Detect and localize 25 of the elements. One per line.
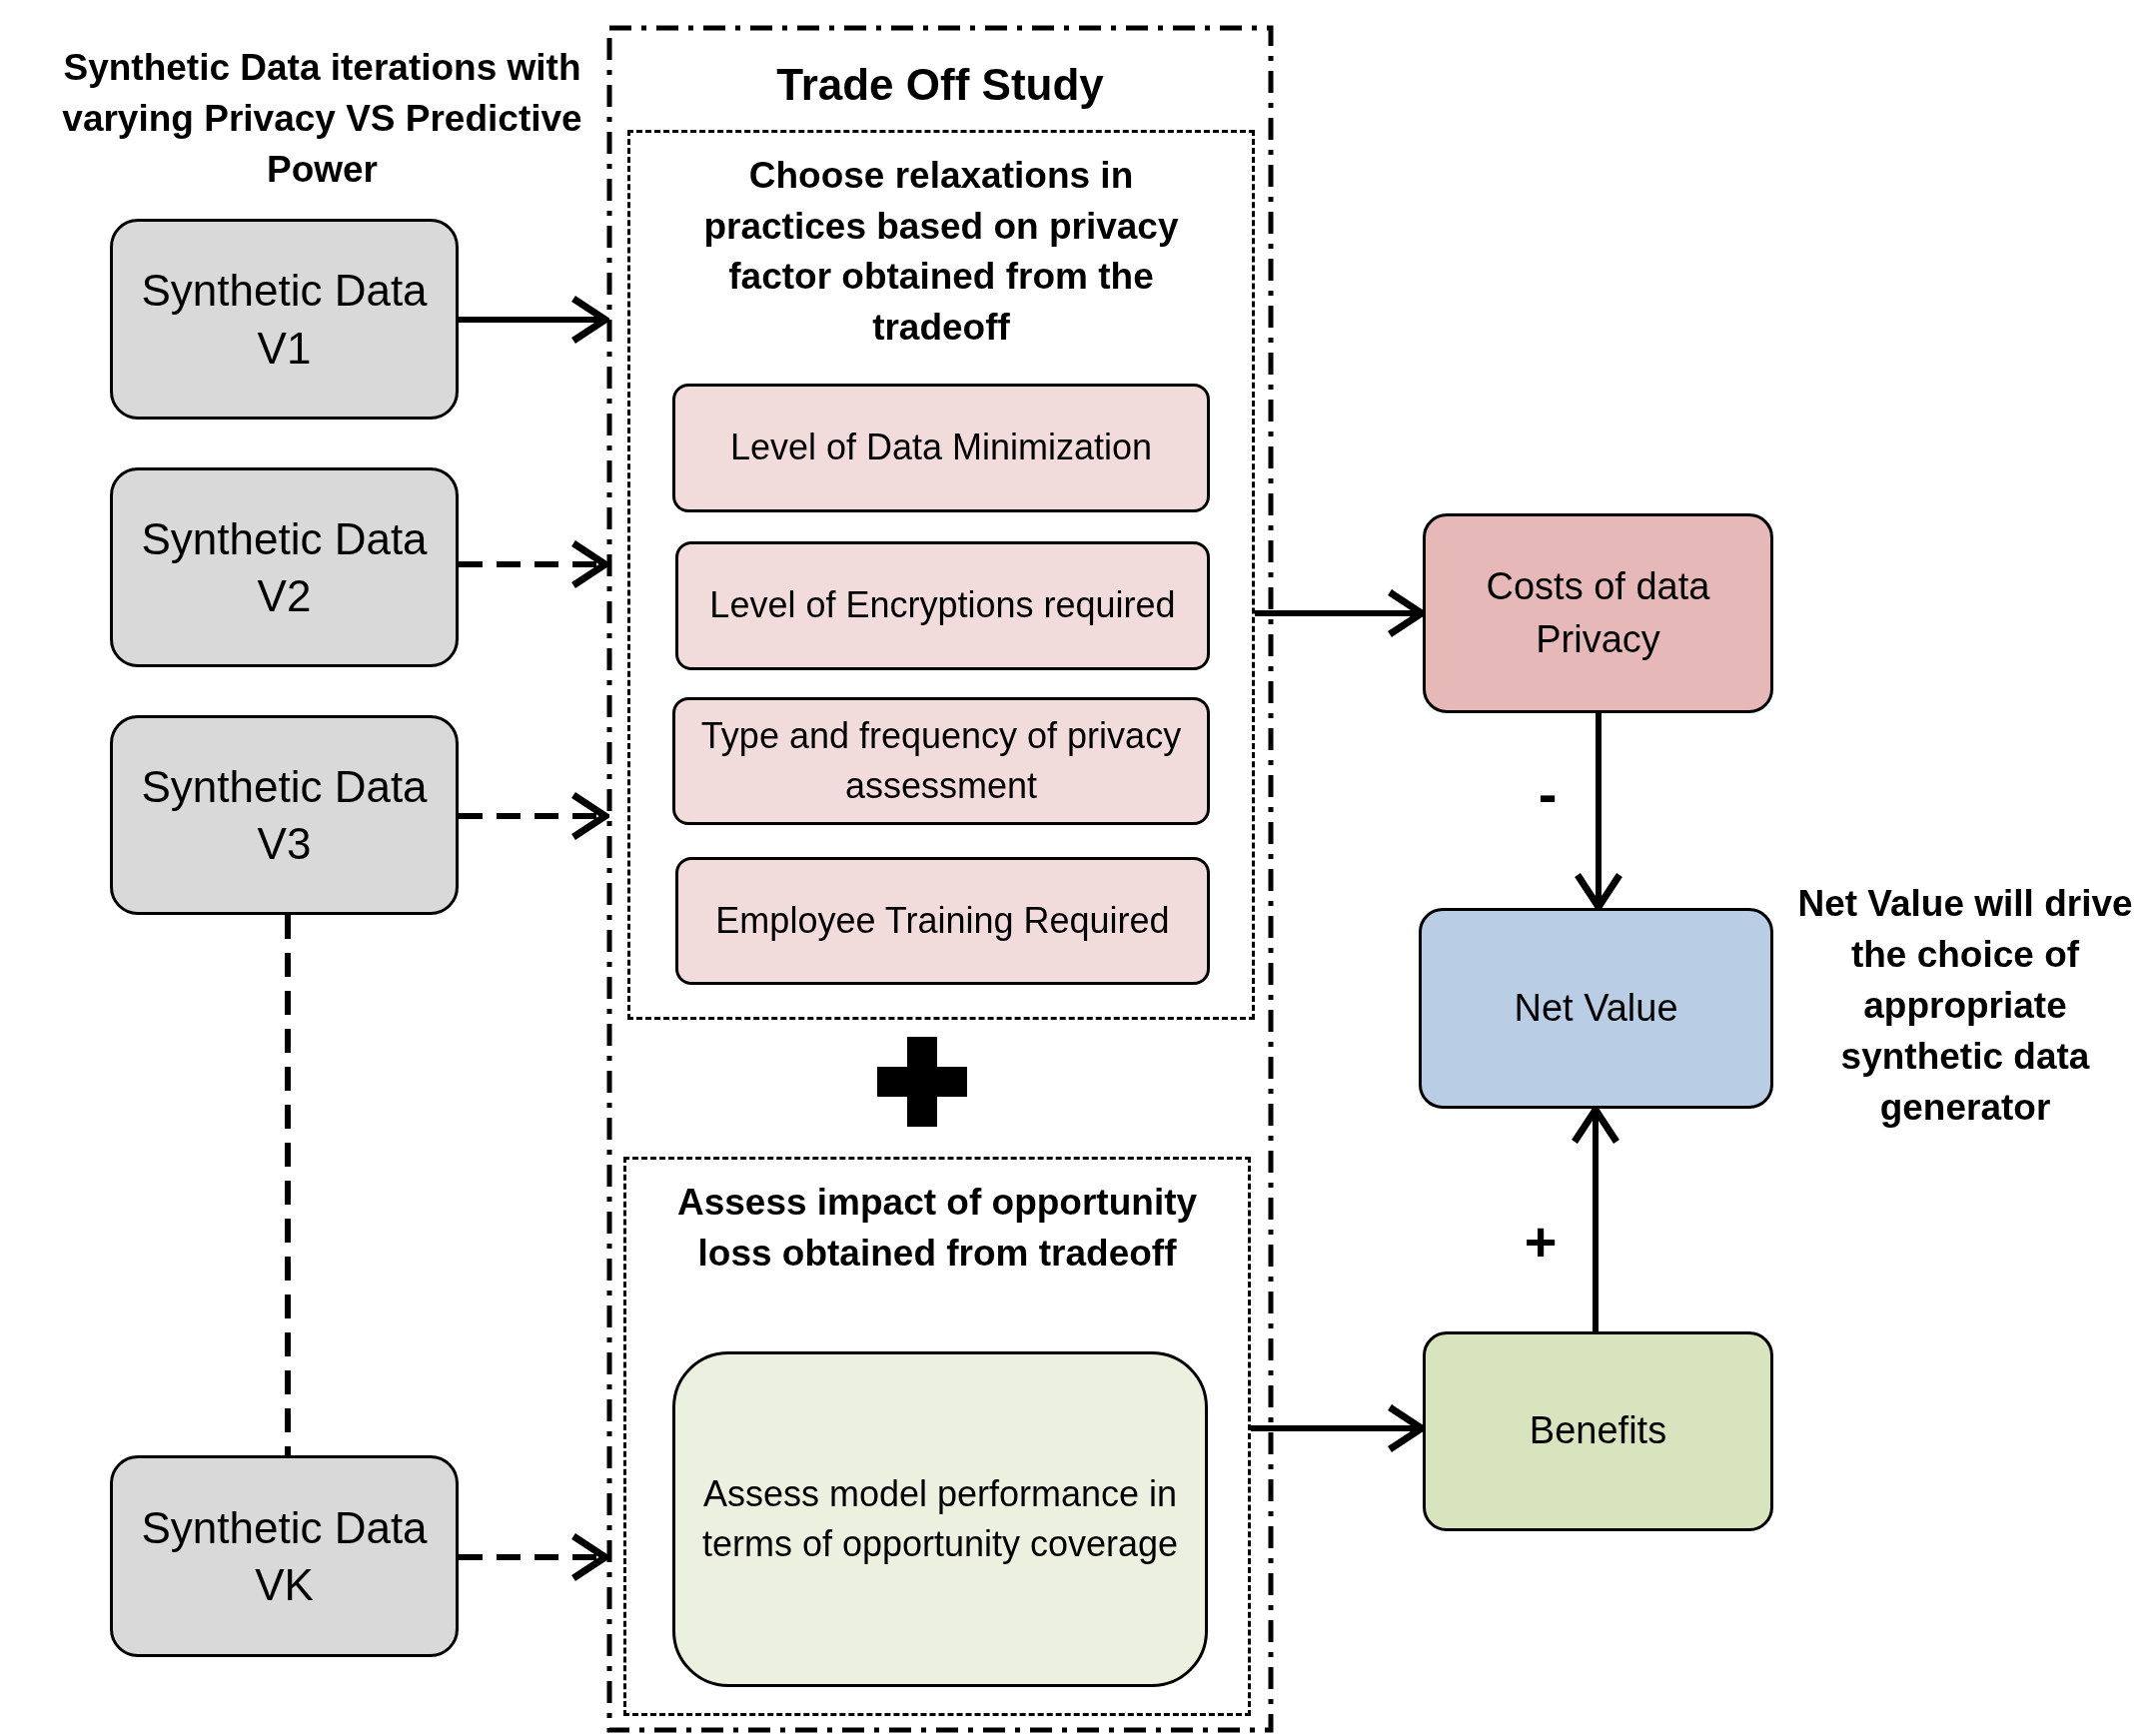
dashed-group-box bbox=[623, 1157, 1251, 1716]
column-heading: Synthetic Data iterations with varying Privacy VS Predictive Power bbox=[61, 46, 583, 193]
dataset-box: Synthetic Data VK bbox=[110, 1455, 459, 1657]
arrow bbox=[459, 791, 609, 841]
group-heading: Assess impact of opportunity loss obtained from tradeoff bbox=[675, 1181, 1199, 1276]
practice-box: Type and frequency of privacy assessment bbox=[672, 697, 1210, 825]
practice-box: Employee Training Required bbox=[675, 857, 1210, 985]
practice-box: Level of Encryptions required bbox=[675, 541, 1210, 670]
result-box: Net Value bbox=[1419, 908, 1773, 1109]
benefit-box: Benefits bbox=[1423, 1331, 1773, 1531]
group-heading: Choose relaxations in practices based on privacy factor obtained from the tradeoff bbox=[702, 154, 1180, 351]
connector-line bbox=[285, 915, 291, 1455]
study-frame bbox=[606, 25, 1274, 1733]
assessment-box: Assess model performance in terms of opportunity coverage bbox=[672, 1351, 1208, 1687]
arrow bbox=[459, 295, 609, 345]
arrow bbox=[459, 1532, 609, 1582]
cost-box: Costs of data Privacy bbox=[1423, 513, 1773, 713]
arrow bbox=[459, 539, 609, 589]
side-note: Net Value will drive the choice of appropriate synthetic data generator bbox=[1796, 882, 2134, 1131]
dataset-box: Synthetic Data V2 bbox=[110, 467, 459, 667]
dataset-box: Synthetic Data V1 bbox=[110, 219, 459, 420]
group-heading: Trade Off Study bbox=[775, 59, 1105, 111]
dashed-group-box bbox=[627, 130, 1255, 1020]
dataset-box: Synthetic Data V3 bbox=[110, 715, 459, 915]
practice-box: Level of Data Minimization bbox=[672, 384, 1210, 512]
